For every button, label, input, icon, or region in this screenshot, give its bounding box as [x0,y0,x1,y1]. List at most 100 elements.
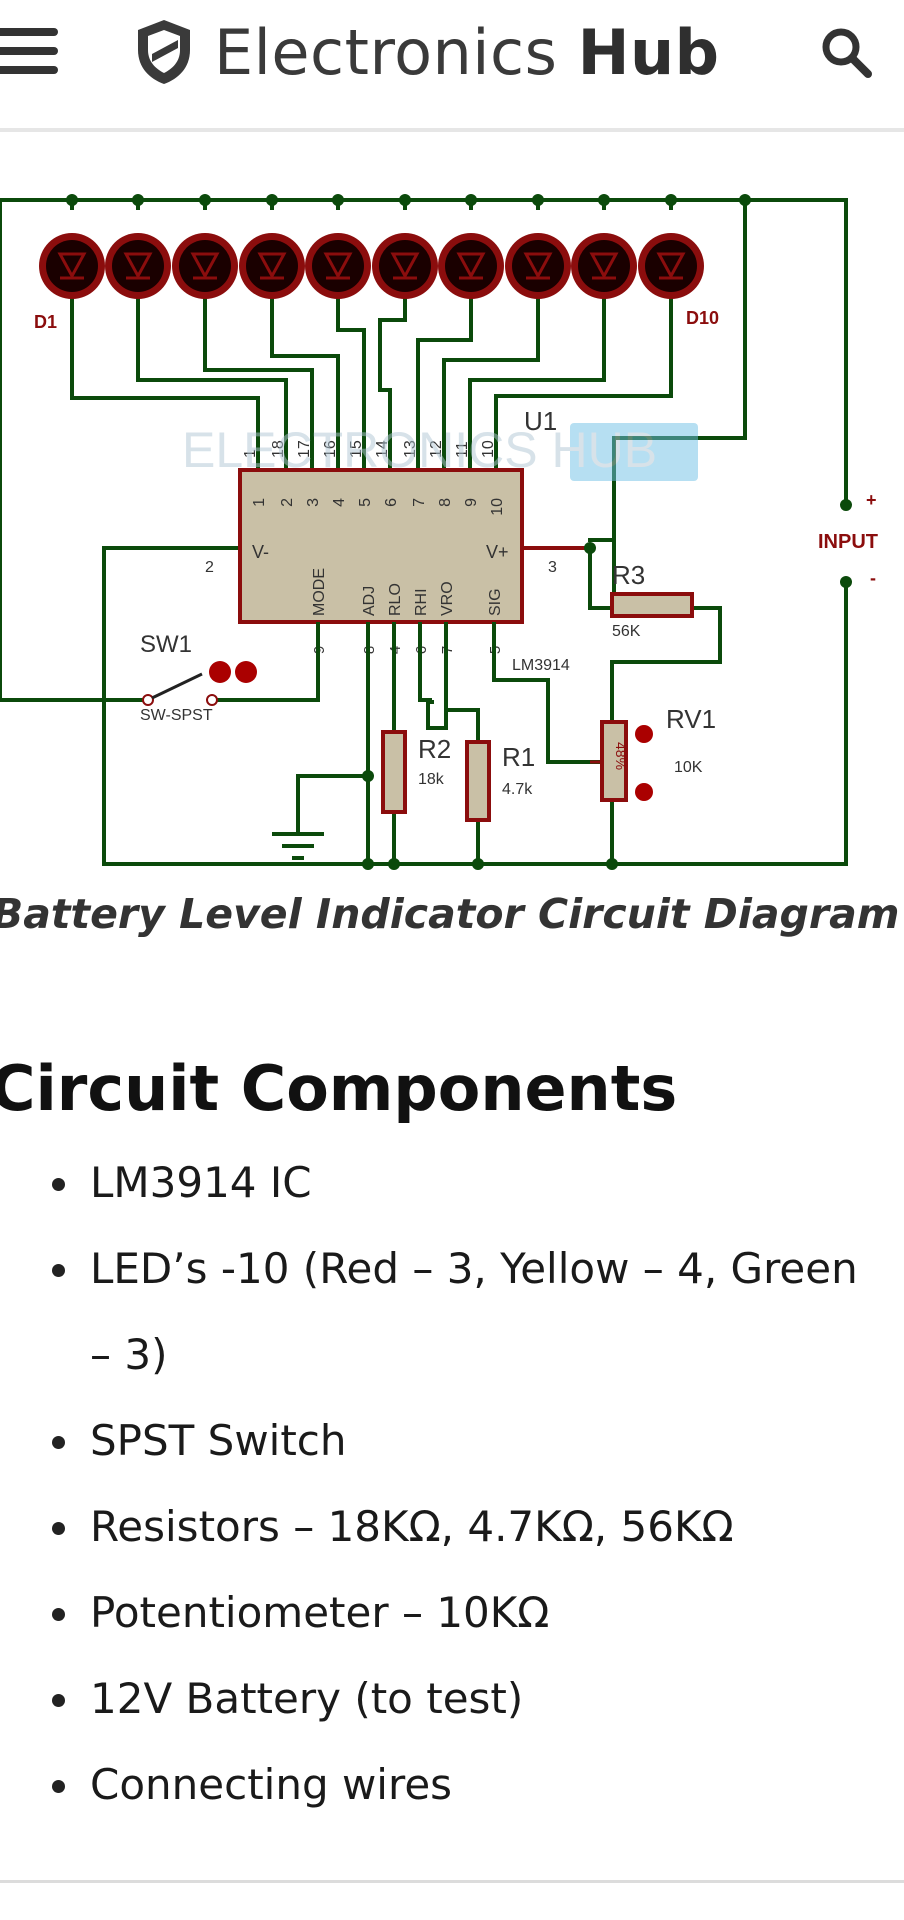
led-inner [246,240,298,292]
led-inner [512,240,564,292]
watermark-text: ELECTRONICS HUB [182,422,657,478]
footer-divider [0,1880,904,1883]
site-header: Electronics Hub [0,0,904,128]
label-input: INPUT [818,531,878,553]
switch-indicator [209,661,231,683]
brand-bold: Hub [577,15,720,89]
label-r1-val: 4.7k [502,781,533,798]
led-diode-symbol [589,252,619,280]
label-chip: LM3914 [512,657,570,674]
component-item: Connecting wires [0,1742,904,1828]
junction [388,858,400,870]
led-diode-symbol [523,252,553,280]
bus-junction [332,194,344,206]
pin-number-top: 13 [402,440,419,458]
circuit-wire [212,622,320,702]
input-terminal-minus [840,576,852,588]
pin-inner-bottom: VRO [439,581,456,616]
led-diode-symbol [190,252,220,280]
pin-number-top: 14 [374,440,391,458]
led-diode-symbol [456,252,486,280]
shield-logo-icon [138,20,190,84]
label-sw-type: SW-SPST [140,707,213,724]
pin-inner-bottom: MODE [311,568,328,616]
bus-junction [66,194,78,206]
switch-lever [151,672,203,700]
search-icon[interactable] [818,24,874,80]
site-logo[interactable]: Electronics Hub [134,16,720,89]
led-inner [112,240,164,292]
label-plus: + [866,490,877,510]
switch-contact [206,694,218,706]
circuit-wire [426,700,448,730]
component-item: 12V Battery (to test) [0,1656,904,1742]
led-wire [468,264,606,470]
label-r2-val: 18k [418,771,445,788]
pin-inner-top: 9 [463,498,480,507]
header-divider [0,128,904,132]
resistor-r2 [381,730,407,814]
junction [606,858,618,870]
component-item: Resistors – 18KΩ, 4.7KΩ, 56KΩ [0,1484,904,1570]
figure-caption: Battery Level Indicator Circuit Diagram [0,890,900,938]
bus-junction [739,194,751,206]
circuit-wire [418,622,432,702]
pot-indicator [635,725,653,743]
led-diode-symbol [257,252,287,280]
label-r1: R1 [502,742,535,772]
label-vminus: V- [252,542,269,562]
bus-junction [399,194,411,206]
pin-inner-top: 7 [411,498,428,507]
resistor-r1 [465,740,491,822]
label-vplus: V+ [486,542,509,562]
bus-junction [199,194,211,206]
pin-inner-bottom: RLO [387,583,404,616]
pin-inner-top: 6 [383,498,400,507]
pin-inner-top: 8 [437,498,454,507]
pin-number-top: 17 [296,440,313,458]
pin-number-top: 18 [270,440,287,458]
brand-light: Electronics [214,15,558,89]
label-d10: D10 [686,308,719,328]
label-r3: R3 [612,560,645,590]
led-wire [378,264,407,470]
ic-body [238,468,524,624]
switch-indicator [235,661,257,683]
circuit-wire [296,774,368,834]
led-inner [578,240,630,292]
bus-junction [665,194,677,206]
bus-junction [532,194,544,206]
led-diode-symbol [656,252,686,280]
pin-number-top: 16 [322,440,339,458]
led-wire [136,264,288,470]
bus-junction [465,194,477,206]
label-d1: D1 [34,312,57,332]
pin-inner-top: 4 [331,498,348,507]
pin-number-top: 10 [480,440,497,458]
led-inner [46,240,98,292]
system-nav-bar [0,1883,904,1920]
led-diode-symbol [57,252,87,280]
label-rv1: RV1 [666,704,716,734]
pin-2: 2 [205,559,214,576]
label-rv1-pct: 48% [613,742,629,770]
site-brand: Electronics Hub [214,16,720,89]
input-terminal-plus [840,499,852,511]
junction [362,858,374,870]
hamburger-icon[interactable] [0,28,58,74]
label-rv1-val: 10K [674,759,703,776]
led-inner [179,240,231,292]
junction [362,770,374,782]
pin-inner-top: 1 [251,498,268,507]
led-inner [379,240,431,292]
label-r3-val: 56K [612,623,641,640]
junction [584,542,596,554]
pin-inner-bottom: ADJ [361,586,378,616]
bus-junction [132,194,144,206]
bus-junction [598,194,610,206]
bus-junction [266,194,278,206]
led-inner [645,240,697,292]
led-wire [494,264,673,470]
